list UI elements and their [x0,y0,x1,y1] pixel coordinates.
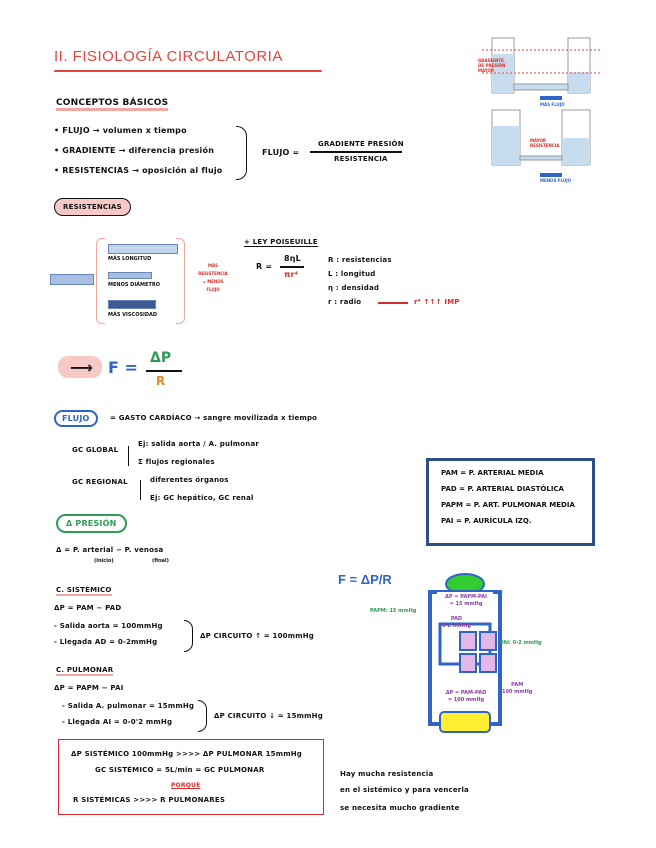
main-formula-num: ΔP [150,350,172,366]
vessel-viscous [108,300,156,309]
main-formula-f: F = [108,358,138,377]
radius-arrow [378,302,408,304]
sistemico-heading: C. SISTÉMICO [56,586,112,596]
title-underline [54,70,322,72]
pulmonar-result: ΔP CIRCUITO ↓ = 15mmHg [214,712,323,720]
sistemico-eq: ΔP = PAM − PAD [54,604,122,612]
pad-label: PAD 0-2 mmHg [442,616,471,629]
pulmonar-heading: C. PULMONAR [56,666,114,676]
abbreviation-legend: PAM = P. ARTERIAL MEDIA PAD = P. ARTERIA… [426,458,595,546]
pai-label: PAI: 0-2 mmHg [500,640,542,646]
delta-p-definition: Δ = P. arterial − P. venosa [56,546,164,554]
vessel-narrow [108,272,152,279]
radius-note: r⁴ ↑↑↑ IMP [414,298,460,306]
legend-item: PAI = P. AURÍCULA IZQ. [441,517,532,525]
sistemico-item: - Llegada AD = 0-2mmHg [54,638,158,646]
porque-label: PORQUE [171,782,201,789]
legend-item: PAM = P. ARTERIAL MEDIA [441,469,544,477]
systemic-gradient-label: ΔP = PAM-PAD = 100 mmHg [445,690,487,703]
conclusion-line: GC SISTÉMICO = 5L/min = GC PULMONAR [95,766,265,774]
vessel-long [108,244,178,254]
delta-p-end: (final) [152,558,169,564]
label-less-flow: MENOS FLUJO [540,178,572,183]
circulation-circuit-diagram [428,573,502,733]
law-def: r : radio [328,298,362,306]
arrow-icon: ⟶ [70,358,93,377]
sistemico-brace [184,620,193,652]
sistemico-item: - Salida aorta = 100mmHg [54,622,163,630]
resistance-note: MÁS RESISTENCIA = MENOS FLUJO [198,263,228,292]
poiseuille-title: + LEY POISEUILLE [244,238,318,247]
pulmonary-gradient-label: ΔP = PAPM-PAI = 15 mmHg [445,594,487,607]
resistances-heading: RESISTENCIAS [54,198,131,216]
concept-item: • RESISTENCIAS → oposición al flujo [54,166,223,175]
legend-item: PAPM = P. ART. PULMONAR MEDIA [441,501,575,509]
conclusion-box: ΔP SISTÉMICO 100mmHg >>>> ΔP PULMONAR 15… [58,739,324,815]
pulmonar-item: - Salida A. pulmonar = 15mmHg [62,702,195,710]
flujo-definition: = GASTO CARDÍACO → sangre movilizada x t… [110,414,318,422]
vessel-label: MENOS DIÁMETRO [108,282,160,288]
gc-global-item: Ej: salida aorta / A. pulmonar [138,440,260,448]
vessel-label: MÁS LONGITUD [108,256,152,262]
heart-chamber-ai [479,631,497,651]
heart-chamber-vi [479,653,497,673]
tank-right-top-water [568,72,590,93]
formula-denominator: RESISTENCIA [334,155,388,163]
gc-regional: GC REGIONAL [72,478,128,486]
gc-global-bracket [128,446,135,466]
vessel-label: MÁS VISCOSIDAD [108,312,158,318]
systemic-node [439,711,491,733]
gc-global-item: Σ flujos regionales [138,458,215,466]
heart-chamber-ad [459,631,477,651]
concept-item: • GRADIENTE → diferencia presión [54,146,215,155]
pulmonar-brace [198,700,207,732]
gc-global: GC GLOBAL [72,446,119,454]
pulmonar-item: - Llegada AI = 0-0'2 mmHg [62,718,173,726]
law-def: L : longitud [328,270,376,278]
arrow-highlight [58,356,102,378]
pam-label: PAM 100 mmHg [502,682,533,695]
reference-vessel [50,274,94,285]
flujo-tag: FLUJO [54,410,98,427]
side-note-line: Hay mucha resistencia [340,770,434,778]
sistemico-result: ΔP CIRCUITO ↑ = 100mmHg [200,632,314,640]
gc-regional-bracket [140,480,147,500]
law-fraction-line [280,266,304,268]
pressure-tanks-diagram [482,37,600,177]
label-gradient: GRADIENTE DE PRESIÓN MAYOR [478,58,506,73]
gc-regional-item: Ej: GC hepático, GC renal [150,494,254,502]
concepts-brace [236,126,247,180]
pulmonar-eq: ΔP = PAPM − PAI [54,684,124,692]
law-lhs: R = [256,262,273,271]
fraction-line [310,151,402,153]
circuit-formula: F = ΔP/R [338,572,392,587]
gc-regional-item: diferentes órganos [150,476,229,484]
delta-p-start: (inicio) [94,558,114,564]
formula-lhs: FLUJO = [262,148,300,157]
right-bracket [176,238,185,324]
label-more-flow: MÁS FLUJO [540,102,565,107]
law-denominator: πr⁴ [284,270,299,279]
label-more-resistance: MAYOR RESISTENCIA [530,138,560,148]
papm-label: PAPM: 15 mmHg [370,608,417,614]
main-formula-den: R [156,374,166,388]
conclusion-line: ΔP SISTÉMICO 100mmHg >>>> ΔP PULMONAR 15… [71,750,303,758]
side-note-line: se necesita mucho gradiente [340,804,460,812]
law-def: η : densidad [328,284,380,292]
heart-chamber-vd [459,653,477,673]
main-fraction-line [146,370,182,372]
concepts-heading: CONCEPTOS BÁSICOS [56,98,169,111]
concept-item: • FLUJO → volumen x tiempo [54,126,187,135]
delta-p-tag: Δ PRESIÓN [56,514,127,533]
page-title: II. FISIOLOGÍA CIRCULATORIA [54,48,283,65]
law-numerator: 8ηL [284,254,301,263]
law-def: R : resistencias [328,256,392,264]
conclusion-line: R SISTÉMICAS >>>> R PULMONARES [73,796,226,804]
left-bracket [96,238,105,324]
legend-item: PAD = P. ARTERIAL DIASTÓLICA [441,485,564,493]
side-note-line: en el sistémico y para vencerla [340,786,469,794]
formula-numerator: GRADIENTE PRESIÓN [318,140,404,148]
